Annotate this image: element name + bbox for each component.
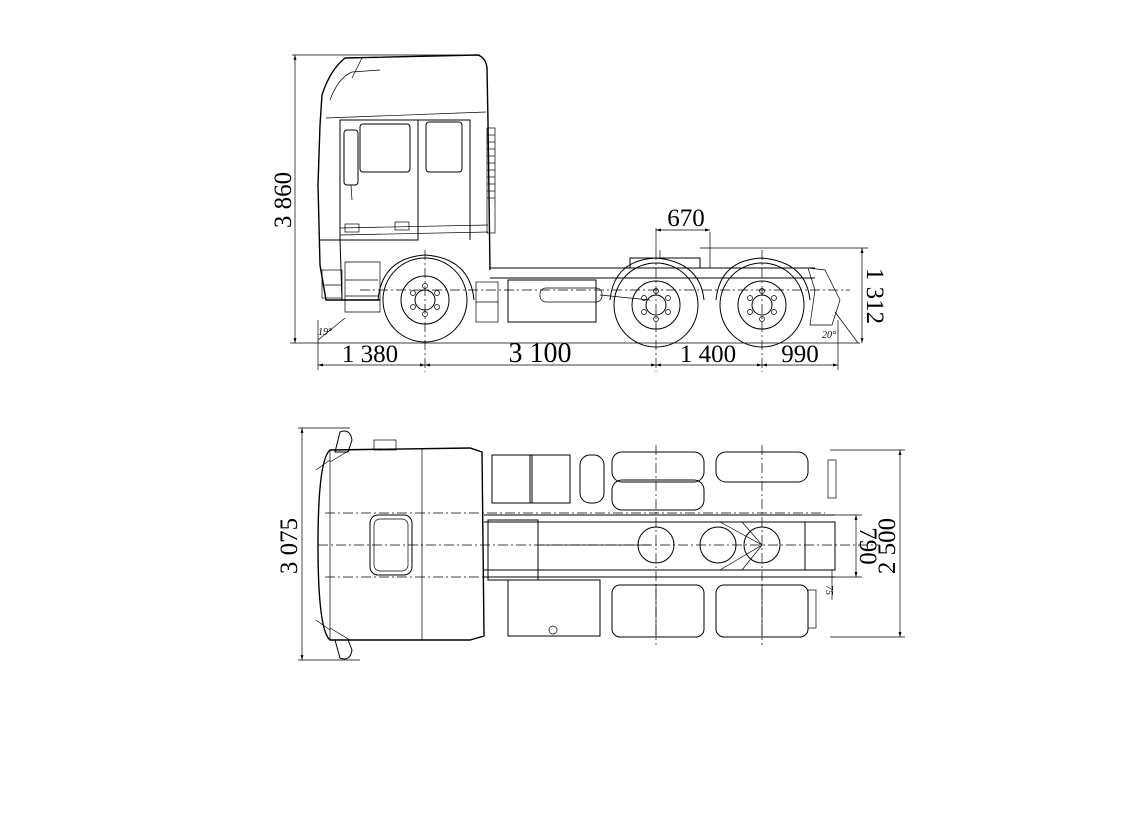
cab-side: [317, 54, 496, 313]
rear-wheel-1: [609, 257, 705, 348]
fifth-wheel-dimension: 670: [655, 205, 710, 250]
height-dimension: 3 860: [270, 54, 480, 343]
rear-overhang-label: 990: [781, 341, 819, 368]
side-view: 19° 20° 3 860 670 1 312 1 380: [270, 54, 888, 372]
height-label: 3 860: [270, 172, 297, 228]
departure-angle-label: 20°: [822, 330, 836, 341]
frame-offset-label: 75: [823, 585, 834, 595]
fifth-wheel-offset-label: 670: [667, 205, 705, 232]
body-width-label: 2 500: [874, 518, 901, 574]
fifth-wheel-height-dimension: 1 312: [700, 247, 888, 343]
wheelbase-front-label: 3 100: [509, 338, 572, 369]
length-dimensions: 1 380 3 100 1 400 990: [317, 320, 839, 370]
front-wheel: [377, 254, 475, 343]
approach-angle-label: 19°: [318, 327, 332, 338]
fifth-wheel-height-label: 1 312: [861, 268, 888, 324]
frame-offset-dimension: 75: [823, 570, 834, 600]
wheelbase-rear-label: 1 400: [680, 341, 736, 368]
rear-wheel-2: [715, 257, 811, 348]
top-view: 3 075 2 500 790 75: [276, 427, 905, 661]
top-components: [507, 451, 837, 638]
body-width-dimension: 2 500: [830, 449, 905, 638]
overall-width-dimension: 3 075: [276, 427, 360, 661]
frame-top: [484, 454, 836, 581]
overall-width-label: 3 075: [276, 518, 303, 574]
frame-width-dimension: 790: [835, 514, 881, 578]
frame-width-label: 790: [854, 527, 881, 565]
front-overhang-label: 1 380: [342, 341, 398, 368]
cab-top: [315, 430, 485, 660]
